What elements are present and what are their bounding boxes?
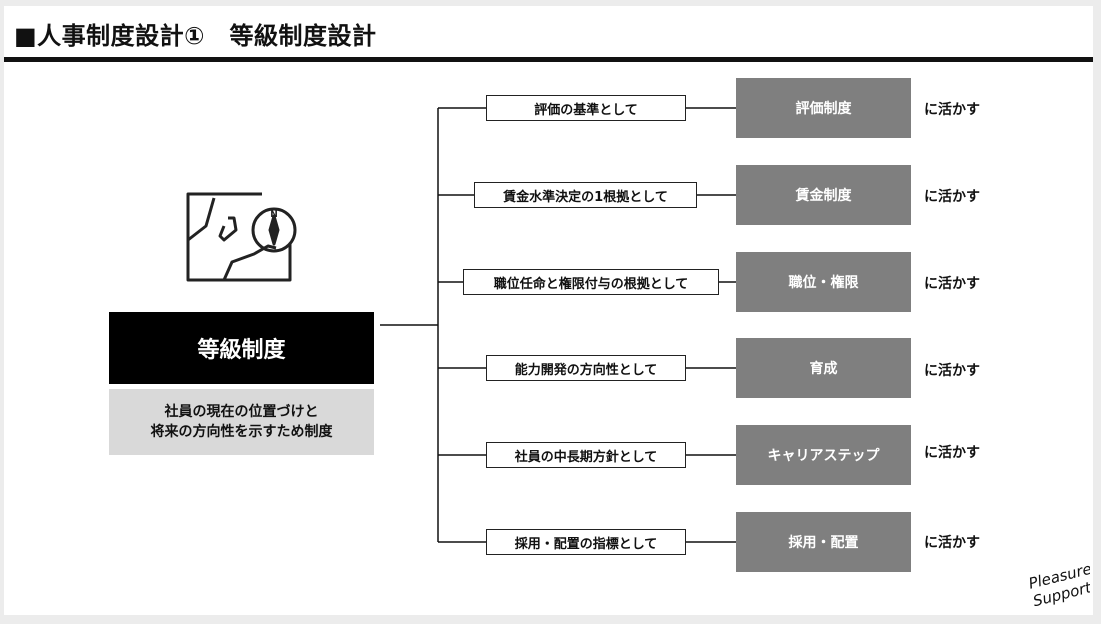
suffix-text: に活かす <box>924 445 980 461</box>
map-compass-icon: N <box>186 192 297 282</box>
suffix-text: に活かす <box>924 535 980 551</box>
branch-label-career: 社員の中長期方針として <box>486 442 686 468</box>
branch-label-development: 能力開発の方向性として <box>486 355 686 381</box>
target-box-position: 職位・権限 <box>736 252 911 312</box>
target-box-wage: 賃金制度 <box>736 165 911 225</box>
connector-lines <box>380 107 736 543</box>
target-box-evaluation: 評価制度 <box>736 78 911 138</box>
target-box-development: 育成 <box>736 338 911 398</box>
pleasure-support-logo: Pleasure Support <box>1027 562 1090 608</box>
branch-label-wage: 賃金水準決定の1根拠として <box>474 182 697 208</box>
suffix-text: に活かす <box>924 102 980 118</box>
description-line: 将来の方向性を示すため制度 <box>150 424 333 440</box>
title-rule <box>4 57 1093 62</box>
svg-text:N: N <box>270 210 278 220</box>
description-line: 社員の現在の位置づけと <box>164 404 319 420</box>
branch-label-evaluation: 評価の基準として <box>486 95 686 121</box>
slide: ■人事制度設計① 等級制度設計 N 等級制度 社員の現在の位置づけと 将来の方向… <box>4 6 1093 615</box>
target-box-career: キャリアステップ <box>736 425 911 485</box>
branch-label-position: 職位任命と権限付与の根拠として <box>463 269 719 295</box>
suffix-text: に活かす <box>924 276 980 292</box>
branch-label-recruitment: 採用・配置の指標として <box>486 529 686 555</box>
page-title: ■人事制度設計① 等級制度設計 <box>14 22 377 50</box>
suffix-text: に活かす <box>924 189 980 205</box>
grade-system-description: 社員の現在の位置づけと 将来の方向性を示すため制度 <box>109 389 374 455</box>
target-box-recruitment: 採用・配置 <box>736 512 911 572</box>
grade-system-box: 等級制度 <box>109 312 374 384</box>
suffix-text: に活かす <box>924 363 980 379</box>
